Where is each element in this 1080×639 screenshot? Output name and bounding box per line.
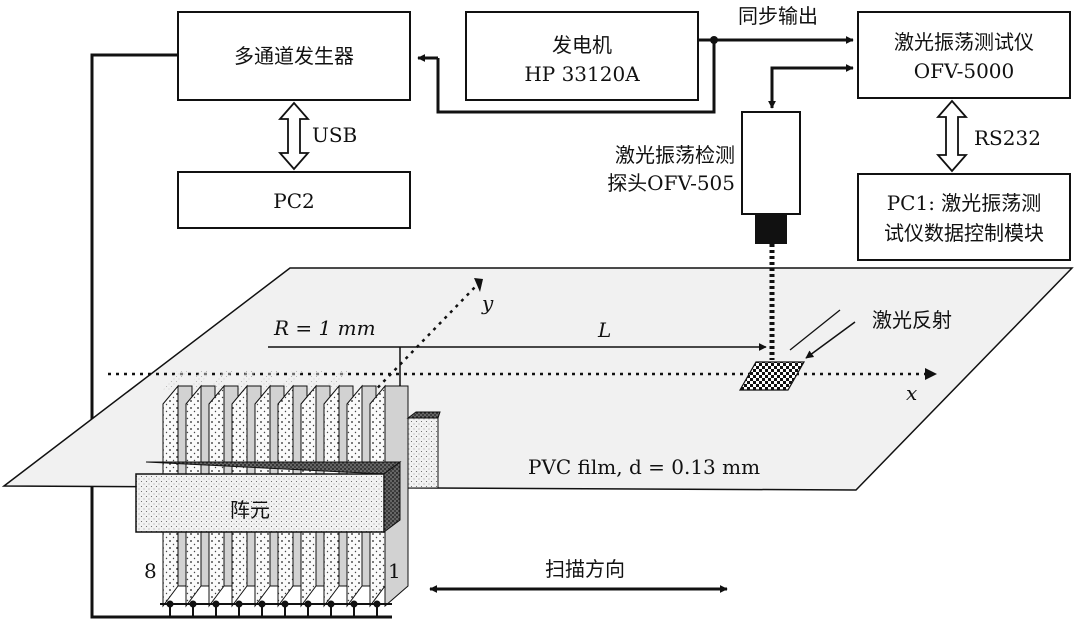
- array-label: 阵元: [230, 498, 270, 522]
- rs232-label: RS232: [974, 126, 1041, 150]
- element-last-label: 8: [144, 559, 157, 583]
- x-axis-label: x: [906, 381, 917, 405]
- vibrometer-label-1: 激光振荡测试仪: [894, 30, 1034, 54]
- multichannel-generator-box: [177, 11, 411, 101]
- excitation-wire: [90, 53, 392, 619]
- radius-label: R = 1 mm: [273, 316, 376, 340]
- pc1-label-1: PC1: 激光振荡测: [887, 191, 1042, 215]
- panel-top-projections: [163, 370, 349, 390]
- element-contacts: [166, 600, 381, 617]
- multichannel-generator-label: 多通道发生器: [234, 44, 354, 68]
- probe-label-2: 探头OFV-505: [607, 171, 735, 195]
- probe-label-1: 激光振荡检测: [615, 143, 735, 167]
- pc1-box: [857, 173, 1071, 261]
- pc2-box: [177, 171, 411, 229]
- reflection-ray: [789, 309, 841, 351]
- film-label: PVC film, d = 0.13 mm: [528, 455, 760, 479]
- y-axis-label: y: [481, 291, 494, 315]
- vibrometer-box: [857, 11, 1071, 99]
- scan-direction-label: 扫描方向: [545, 557, 625, 581]
- vibrometer-label-2: OFV-5000: [914, 59, 1015, 83]
- laser-probe-body: [741, 111, 801, 215]
- side-block: [407, 417, 439, 489]
- y-axis-arrow-icon: [474, 278, 483, 292]
- usb-label: USB: [312, 123, 357, 147]
- reflection-arrow: [805, 321, 856, 359]
- distance-label: L: [597, 318, 611, 342]
- probe-signal-wire: [768, 64, 854, 109]
- laser-probe-lens: [755, 214, 787, 244]
- array-bar: [135, 473, 385, 533]
- rs232-double-arrow-icon: [936, 99, 968, 173]
- pc2-label: PC2: [273, 189, 314, 213]
- element-first-label: 1: [388, 559, 401, 583]
- side-block-top: [406, 411, 441, 419]
- trigger-wire: [436, 40, 716, 114]
- signal-generator-box: [465, 11, 699, 101]
- laser-reflection-label: 激光反射: [872, 308, 952, 332]
- measurement-spot: [738, 361, 806, 391]
- signal-generator-label-1: 发电机: [552, 33, 612, 57]
- pc1-label-2: 试仪数据控制模块: [884, 221, 1044, 245]
- signal-generator-label-2: HP 33120A: [524, 62, 640, 86]
- sync-output-label: 同步输出: [738, 4, 818, 28]
- x-axis-arrow-icon: [925, 368, 937, 380]
- usb-double-arrow-icon: [278, 101, 310, 171]
- array-bar-end: [383, 461, 401, 533]
